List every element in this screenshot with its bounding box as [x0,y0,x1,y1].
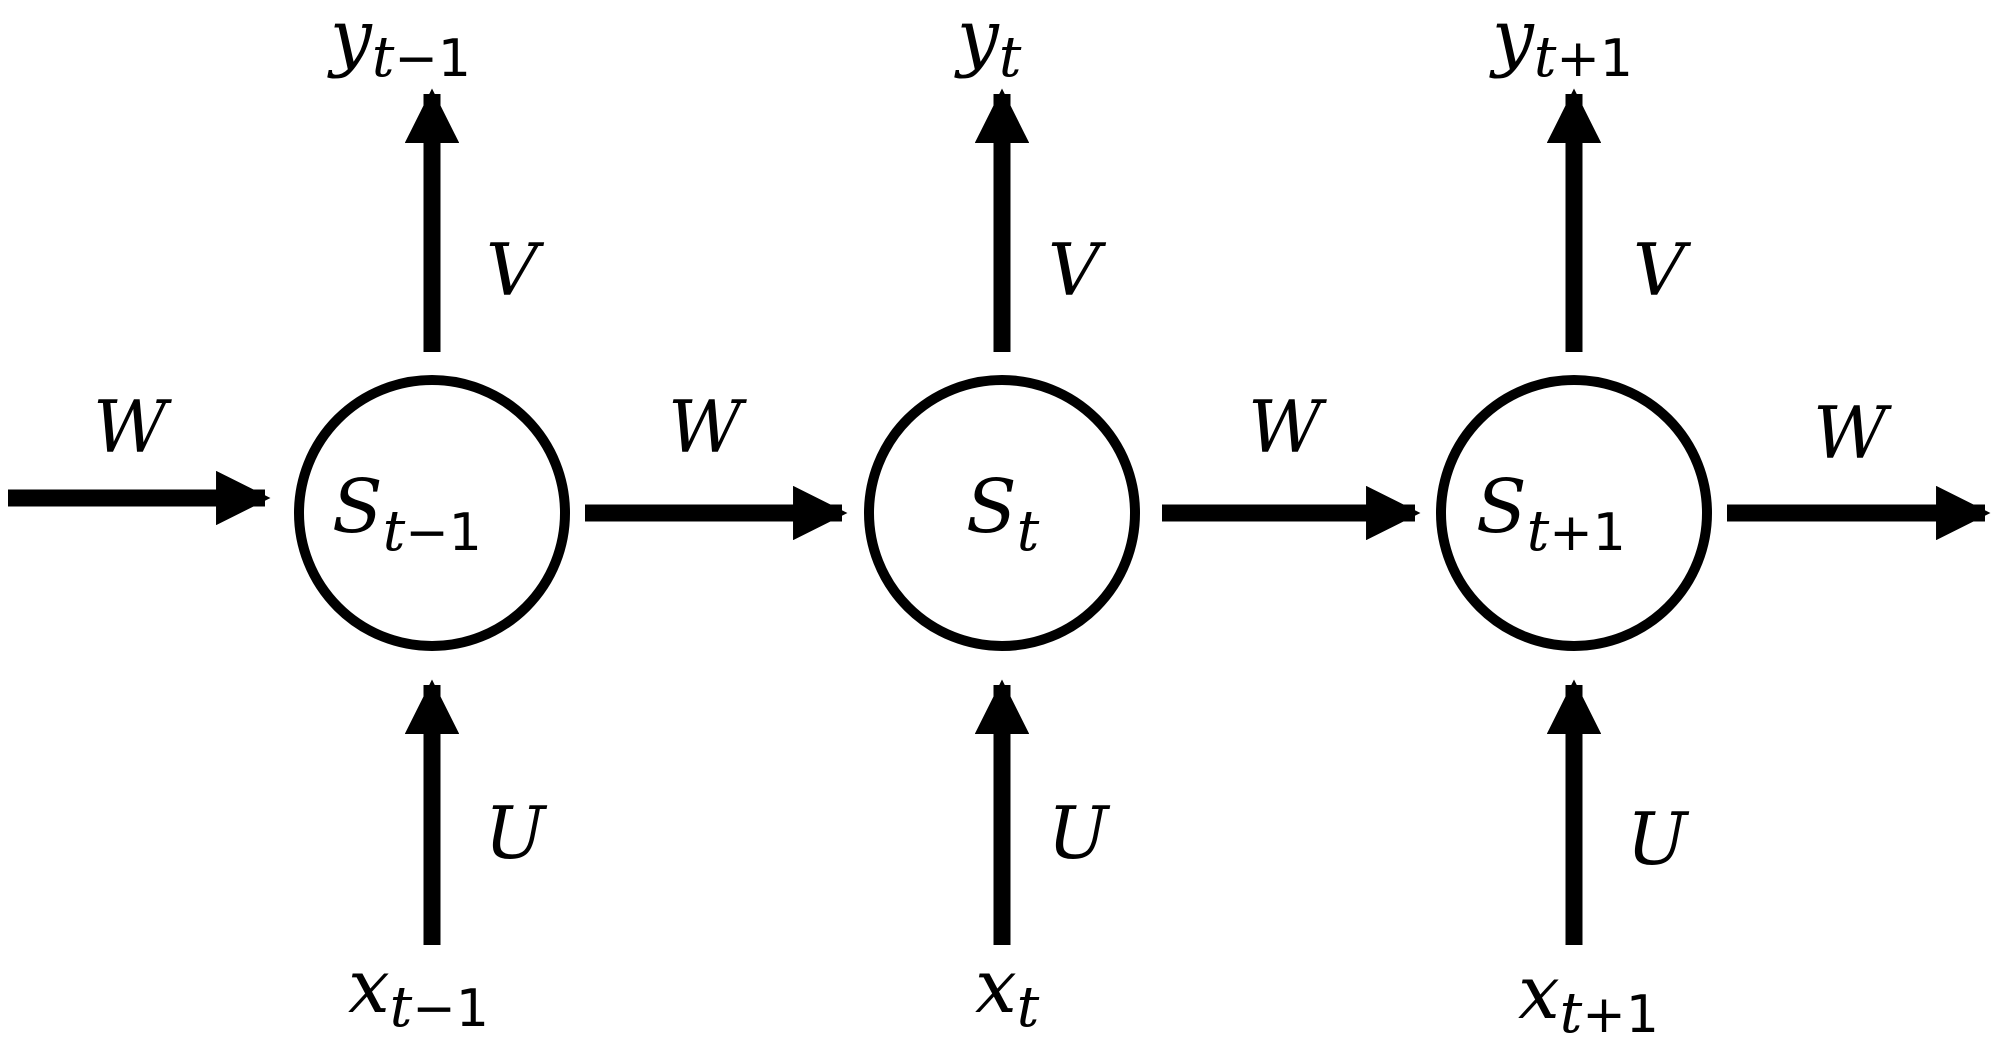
state-label-curr: St [966,464,1040,564]
state-label-next: St+1 [1476,464,1626,564]
input-label-prev: xt−1 [348,944,489,1040]
weight-w-label-in: W [93,385,172,469]
weight-w-label-1-2: W [668,385,747,469]
input-label-next: xt+1 [1518,950,1659,1046]
weight-u-label-3: U [1627,797,1690,881]
weight-w-label-2-3: W [1248,385,1327,469]
output-label-curr: yt [954,0,1022,90]
weight-v-label-3: V [1633,228,1692,312]
output-label-next: yt+1 [1489,0,1633,90]
weight-v-label-2: V [1048,228,1107,312]
weight-u-label-2: U [1048,791,1111,875]
state-node-curr [864,375,1140,651]
state-node-prev [294,375,570,651]
state-label-prev: St−1 [332,464,482,564]
weight-u-label-1: U [485,791,548,875]
weight-w-label-out: W [1813,391,1892,475]
state-node-next [1436,375,1712,651]
output-label-prev: yt−1 [327,0,471,90]
input-label-curr: xt [975,944,1040,1040]
weight-v-label-1: V [486,228,545,312]
